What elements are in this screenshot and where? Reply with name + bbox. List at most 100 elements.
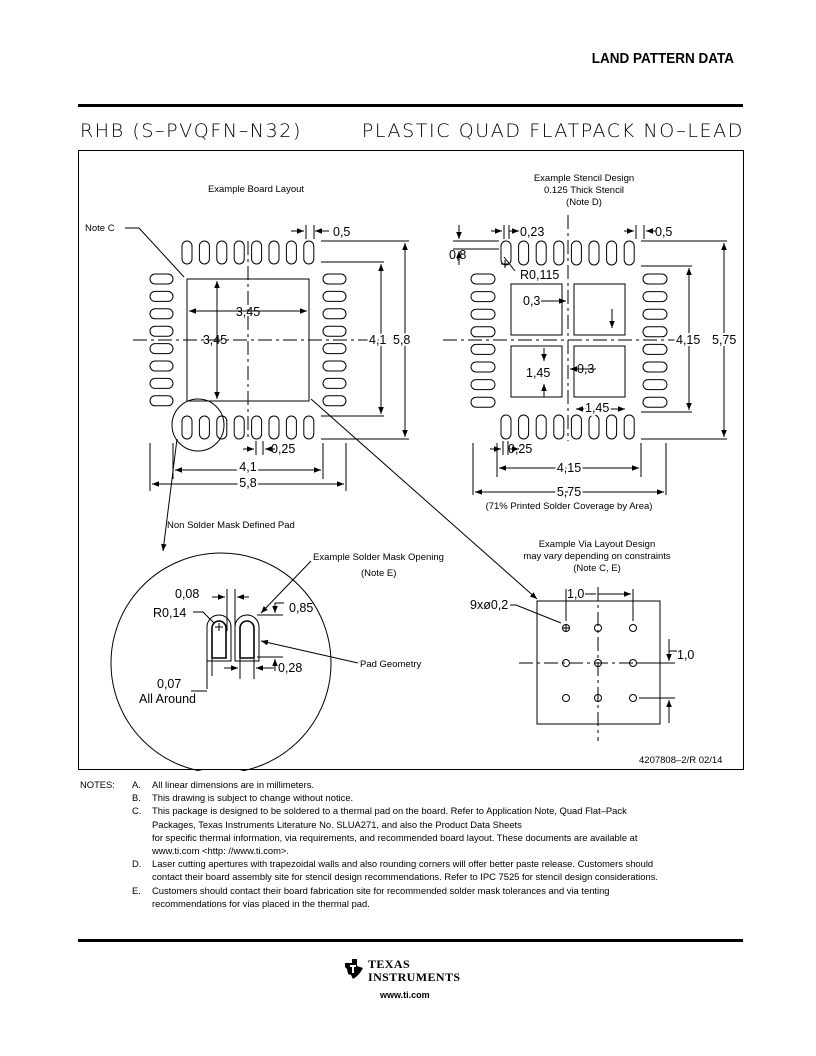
stencil-pin <box>642 308 668 320</box>
note-text: contact their board assembly site for st… <box>152 871 658 883</box>
header-rule <box>78 104 743 107</box>
board-pin <box>322 395 347 407</box>
stencil-pin <box>606 240 618 266</box>
svg-text:5,8: 5,8 <box>239 476 256 490</box>
board-pin <box>149 343 174 355</box>
via-hole <box>629 624 637 632</box>
stencil-pin <box>535 414 547 440</box>
board-pin <box>149 273 174 285</box>
stencil-pin <box>642 361 668 373</box>
note-text: recommendations for vias placed in the t… <box>152 897 370 909</box>
via-hole <box>629 694 637 702</box>
stencil-pin <box>535 240 547 266</box>
svg-text:0,85: 0,85 <box>289 601 313 615</box>
board-pin <box>303 240 315 265</box>
pad-left <box>211 620 227 659</box>
stencil-pin <box>553 240 565 266</box>
stencil-pin <box>642 379 668 391</box>
svg-text:0,8: 0,8 <box>449 248 466 262</box>
stencil-pin <box>470 308 496 320</box>
svg-text:Example Via Layout Design: Example Via Layout Design <box>539 539 656 550</box>
note-text: Packages, Texas Instruments Literature N… <box>152 818 522 830</box>
stencil-pin <box>606 414 618 440</box>
board-pin <box>216 415 228 440</box>
svg-text:1,0: 1,0 <box>567 587 584 601</box>
note-text: Customers should contact their board fab… <box>152 884 610 896</box>
detail-magnified-circle <box>110 552 332 771</box>
stencil-pin <box>642 273 668 285</box>
ti-url-link[interactable]: www.ti.com <box>380 990 430 1000</box>
svg-text:R0,115: R0,115 <box>520 268 559 282</box>
via-layout: Example Via Layout Design may vary depen… <box>470 539 694 741</box>
nsmd-detail: Non Solder Mask Defined Pad Example Sold… <box>110 520 444 771</box>
svg-text:1,45: 1,45 <box>526 366 550 380</box>
stencil-pin <box>470 326 496 338</box>
package-name: PLASTIC QUAD FLATPACK NO–LEAD <box>361 120 744 142</box>
stencil-pin <box>588 240 600 266</box>
board-pin <box>233 240 245 265</box>
note-row: D.Laser cutting apertures with trapezoid… <box>80 857 760 870</box>
svg-text:5,75: 5,75 <box>557 485 581 499</box>
svg-text:(Note C, E): (Note C, E) <box>573 563 621 574</box>
note-row: www.ti.com <http: //www.ti.com>. <box>80 844 760 857</box>
board-pin <box>198 415 210 440</box>
via-hole <box>594 659 602 667</box>
notes-section: NOTES:A.All linear dimensions are in mil… <box>80 778 760 910</box>
note-text: Laser cutting apertures with trapezoidal… <box>152 858 654 870</box>
board-pin <box>233 415 245 440</box>
svg-text:5,8: 5,8 <box>393 333 410 347</box>
note-row: E.Customers should contact their board f… <box>80 884 760 897</box>
note-text: www.ti.com <http: //www.ti.com>. <box>152 844 290 856</box>
mask-opening-left <box>206 614 232 662</box>
stencil-pin <box>470 291 496 303</box>
ti-brand-line1: TEXAS <box>368 957 411 971</box>
stencil-pin <box>500 240 512 266</box>
stencil-pin <box>570 240 582 266</box>
note-text: This package is designed to be soldered … <box>152 805 627 817</box>
stencil-square-tl <box>510 283 563 336</box>
ti-brand-line2: INSTRUMENTS <box>368 970 461 984</box>
svg-text:0,08: 0,08 <box>175 587 199 601</box>
note-key: A. <box>132 779 141 790</box>
stencil-pin <box>623 240 635 266</box>
board-pin <box>285 415 297 440</box>
board-layout: Example Board Layout Note C 3,45 3,45 0,… <box>85 184 538 600</box>
stencil-pin <box>470 379 496 391</box>
svg-text:0,25: 0,25 <box>271 442 295 456</box>
stencil-pin <box>470 273 496 285</box>
board-pin <box>322 290 347 302</box>
board-pin <box>149 395 174 407</box>
note-row: recommendations for vias placed in the t… <box>80 897 760 910</box>
stencil-pin <box>470 396 496 408</box>
svg-text:0,28: 0,28 <box>278 661 302 675</box>
svg-text:0,3: 0,3 <box>523 294 540 308</box>
svg-text:0,25: 0,25 <box>508 442 532 456</box>
via-hole <box>562 624 570 632</box>
stencil-design: Example Stencil Design 0.125 Thick Stenc… <box>443 173 738 512</box>
svg-text:(71% Printed Solder Coverage b: (71% Printed Solder Coverage by Area) <box>486 501 653 512</box>
stencil-pin <box>470 361 496 373</box>
svg-text:R0,14: R0,14 <box>153 606 186 620</box>
stencil-pin <box>623 414 635 440</box>
note-row: NOTES:A.All linear dimensions are in mil… <box>80 778 760 791</box>
note-key: C. <box>132 805 142 817</box>
board-pin <box>149 308 174 320</box>
stencil-pin <box>553 414 565 440</box>
via-hole <box>562 659 570 667</box>
land-pattern-drawing: Example Board Layout Note C 3,45 3,45 0,… <box>85 173 738 771</box>
svg-text:Example Solder Mask Opening: Example Solder Mask Opening <box>313 552 444 563</box>
note-c-label: Note C <box>85 223 115 234</box>
note-c-leader <box>125 227 185 278</box>
svg-text:4,15: 4,15 <box>676 333 700 347</box>
svg-text:All Around: All Around <box>139 692 196 706</box>
svg-text:0,5: 0,5 <box>333 225 350 239</box>
board-pin <box>149 325 174 337</box>
svg-text:Pad Geometry: Pad Geometry <box>360 659 421 670</box>
svg-text:may vary depending on constrai: may vary depending on constraints <box>523 551 671 562</box>
stencil-square-tr <box>573 283 626 336</box>
svg-text:9xø0,2: 9xø0,2 <box>470 598 508 612</box>
svg-text:0.125 Thick Stencil: 0.125 Thick Stencil <box>544 185 624 196</box>
board-pin <box>198 240 210 265</box>
note-text: This drawing is subject to change withou… <box>152 792 354 804</box>
board-layout-caption: Example Board Layout <box>208 184 304 195</box>
